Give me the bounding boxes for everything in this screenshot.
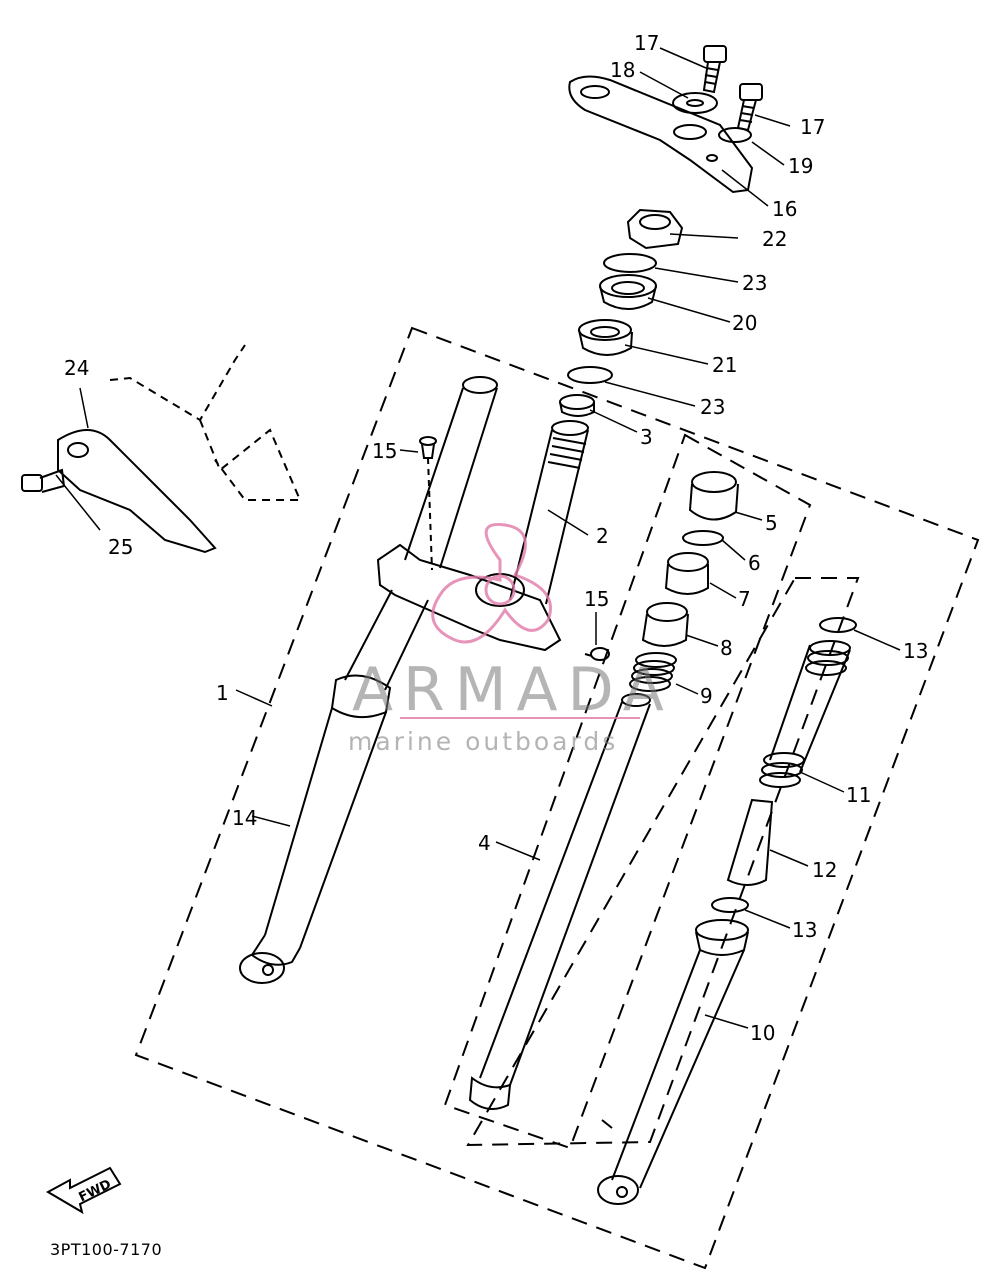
washer-18: [672, 92, 718, 114]
outer-tube-14: [239, 674, 392, 984]
bolt-17-lower: [736, 83, 763, 132]
callout-14: 14: [232, 806, 257, 830]
screw-15-upper: [419, 436, 437, 571]
side-cover-24-dashed: [109, 344, 302, 501]
callout-2: 2: [596, 524, 609, 548]
lock-washer-23-lower: [567, 366, 613, 384]
seal-clip-6: [682, 530, 724, 546]
callout-9: 9: [700, 684, 713, 708]
callout-12: 12: [812, 858, 837, 882]
callout-13-lower: 13: [792, 918, 817, 942]
callout-18: 18: [610, 58, 635, 82]
callout-5: 5: [765, 511, 778, 535]
bolt-25: [21, 468, 66, 493]
inner-group-outline: [443, 433, 812, 1150]
inner-tube-left: [344, 376, 498, 691]
callout-4: 4: [478, 831, 491, 855]
ring-nut-22: [626, 208, 684, 250]
watermark-tagline: marine outboards: [348, 727, 619, 756]
side-cover-hole: [67, 442, 89, 458]
callout-21: 21: [712, 353, 737, 377]
callout-20: 20: [732, 311, 757, 335]
dust-seal-3: [559, 394, 595, 417]
crown-hole-a: [580, 85, 610, 99]
callout-25: 25: [108, 535, 133, 559]
bushing-8: [641, 602, 689, 647]
watermark-brand: ARMADA: [352, 655, 674, 725]
callout-7: 7: [738, 587, 751, 611]
fwd-arrow: [45, 1166, 122, 1215]
damper-rod-10: [597, 919, 749, 1205]
diagram-code: 3PT100-7170: [50, 1240, 163, 1259]
callout-23-upper: 23: [742, 271, 767, 295]
screw-15-lower: [584, 647, 610, 661]
crown-hole-b: [673, 124, 707, 140]
callout-24: 24: [64, 356, 89, 380]
leader-lines: [55, 47, 901, 1029]
callout-1: 1: [216, 681, 229, 705]
lock-washer-23-upper: [603, 253, 657, 273]
callout-17-lower: 17: [800, 115, 825, 139]
handle-crown: [568, 75, 754, 194]
washer-13-upper: [819, 617, 857, 633]
under-bracket: [376, 543, 562, 652]
callout-17-upper: 17: [634, 31, 659, 55]
washer-18-inner: [686, 99, 704, 107]
damper-group-outline: [466, 577, 860, 1147]
ring-nut-22-bore: [639, 214, 671, 230]
callout-19: 19: [788, 154, 813, 178]
oil-seal-7: [664, 552, 709, 595]
callout-13-upper: 13: [903, 639, 928, 663]
callout-11: 11: [846, 783, 871, 807]
callout-22: 22: [762, 227, 787, 251]
spacer-12: [726, 798, 774, 886]
callout-8: 8: [720, 636, 733, 660]
inner-tube-right: [468, 693, 651, 1110]
callout-15-lower: 15: [584, 587, 609, 611]
callout-15-upper: 15: [372, 439, 397, 463]
callout-23-lower: 23: [700, 395, 725, 419]
callout-16: 16: [772, 197, 797, 221]
bearing-21: [578, 319, 633, 356]
fork-cap-5: [688, 471, 739, 521]
crown-hole-c: [706, 154, 718, 162]
washer-19: [718, 127, 752, 143]
callout-labels: 1 2 3 4 5 6 7 8 9 10 11 12 13 13 14 15 1…: [64, 31, 928, 1045]
washer-13-lower: [711, 897, 749, 913]
fork-spring-11: [759, 640, 851, 788]
callout-3: 3: [640, 425, 653, 449]
callout-10: 10: [750, 1021, 775, 1045]
bearing-20: [599, 274, 657, 310]
outer-group-outline: [134, 326, 980, 1270]
watermark-logo-mark: [400, 522, 640, 719]
spring-9: [629, 652, 677, 692]
callout-6: 6: [748, 551, 761, 575]
bolt-17-upper: [702, 45, 727, 94]
side-cover-24: [57, 429, 217, 554]
